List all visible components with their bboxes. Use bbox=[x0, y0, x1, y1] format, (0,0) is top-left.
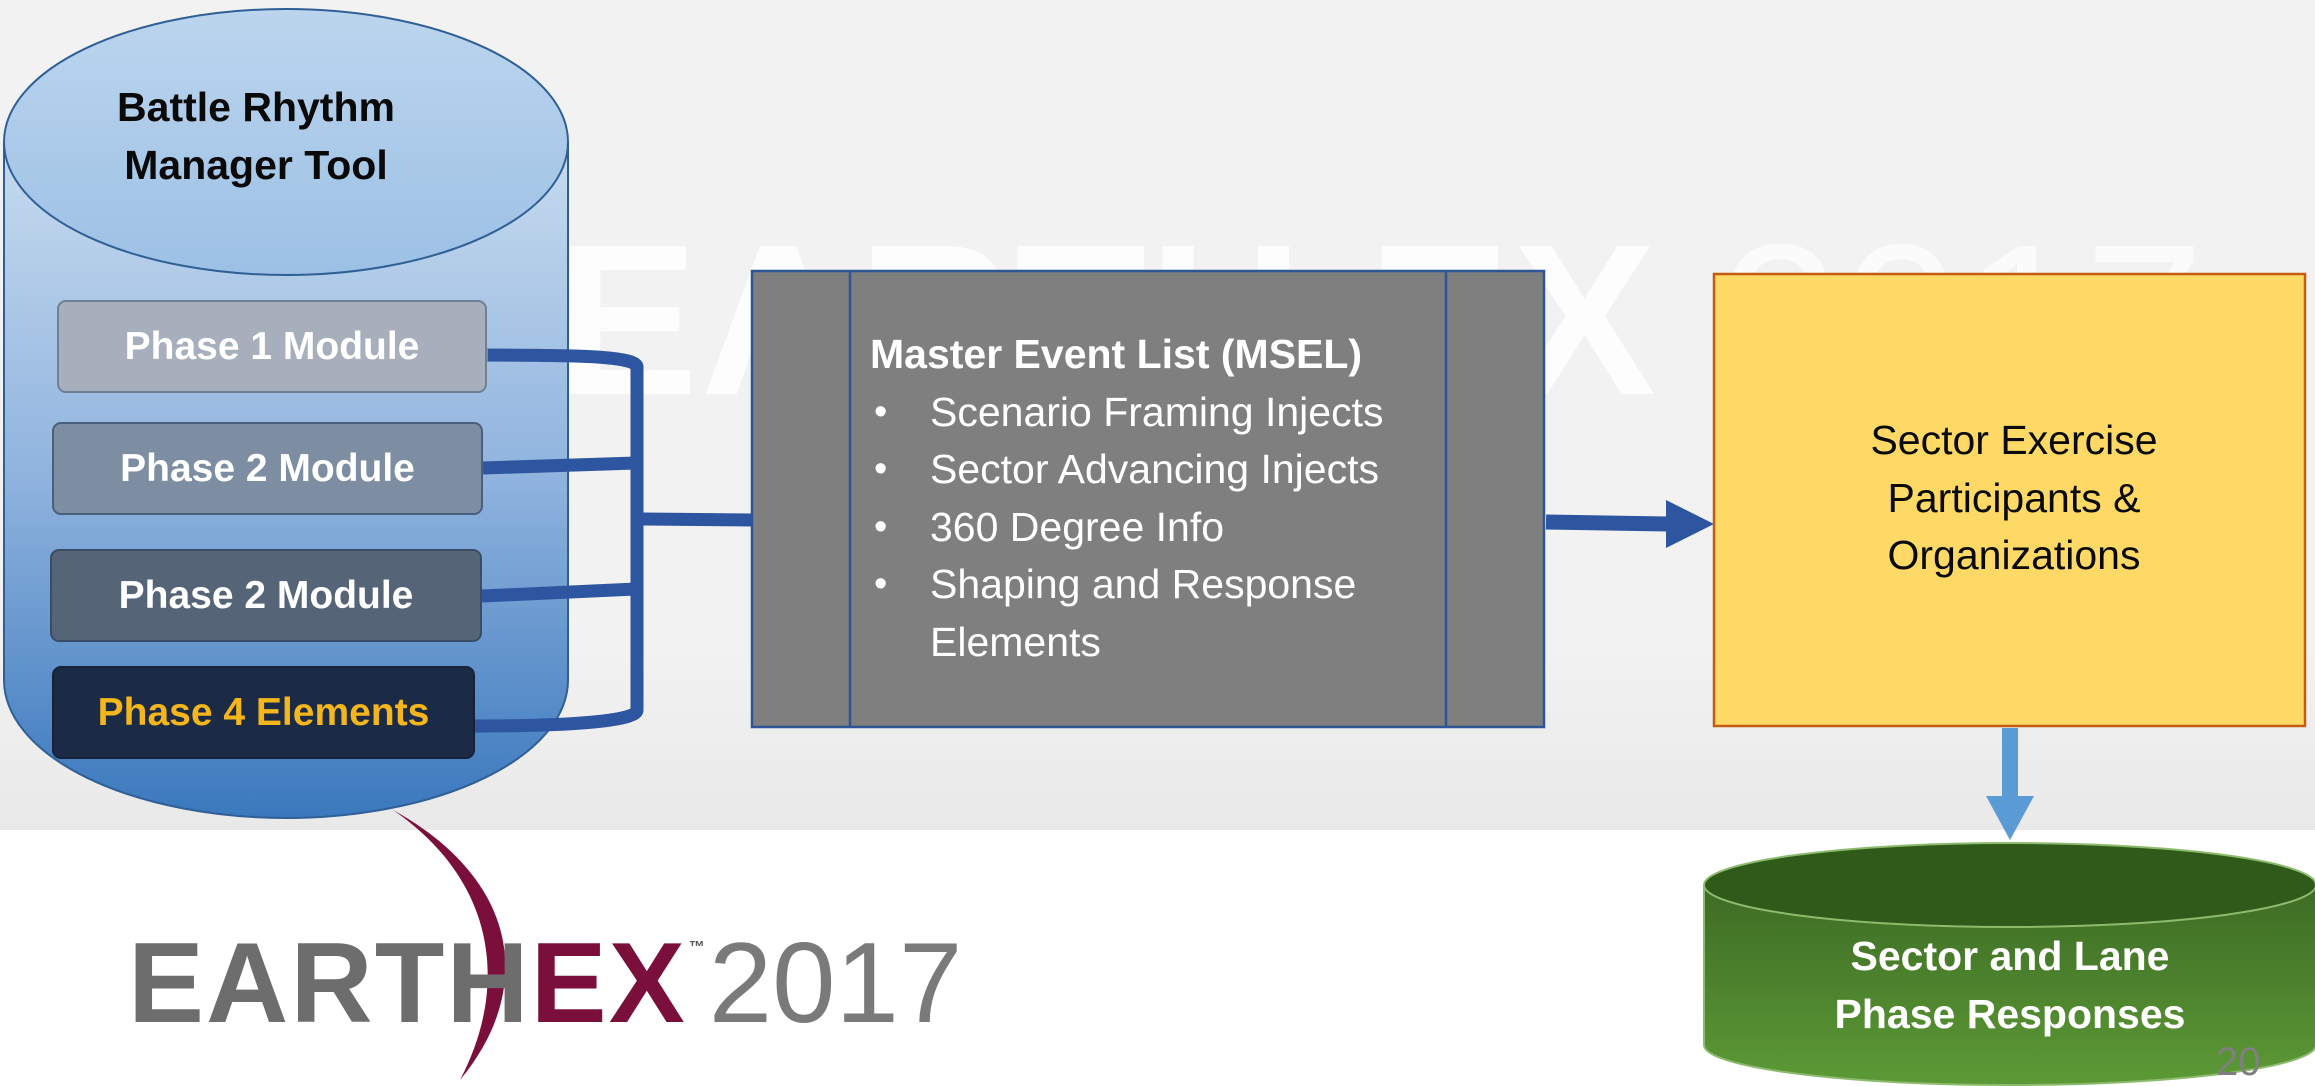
msel-title: Master Event List (MSEL) bbox=[870, 331, 1363, 377]
tool-title: Battle Rhythm Manager Tool bbox=[60, 78, 452, 194]
msel-bullet-text: Scenario Framing Injects bbox=[930, 388, 1384, 435]
phase-2-module-second: Phase 2 Module bbox=[50, 549, 482, 642]
msel-to-sector-arrow bbox=[1545, 500, 1714, 548]
phase-4-elements: Phase 4 Elements bbox=[52, 666, 475, 759]
module-connector bbox=[472, 348, 753, 733]
sector-label-line2: Participants & bbox=[1887, 474, 2141, 521]
logo-year: 2017 bbox=[708, 920, 963, 1047]
phase-2-module-label: Phase 2 Module bbox=[120, 446, 415, 490]
sector-label-line3: Organizations bbox=[1887, 532, 2141, 578]
sector-box bbox=[1712, 272, 2307, 728]
msel-content: Master Event List (MSEL) •Scenario Frami… bbox=[870, 326, 1430, 671]
responses-cylinder-body bbox=[1703, 884, 2315, 1086]
logo-trademark: ™ bbox=[688, 939, 705, 956]
responses-label: Sector and Lane Phase Responses bbox=[1710, 928, 2310, 1043]
phase-4-elements-label: Phase 4 Elements bbox=[97, 690, 430, 734]
sector-label-line1: Sector Exercise bbox=[1870, 417, 2158, 463]
phase-1-module-label: Phase 1 Module bbox=[124, 324, 420, 368]
msel-bullet: •Sector Advancing Injects bbox=[874, 446, 1379, 492]
phase-2-module: Phase 2 Module bbox=[52, 422, 483, 515]
responses-label-line2: Phase Responses bbox=[1834, 990, 2186, 1037]
msel-bullet: •360 Degree Info bbox=[874, 503, 1225, 550]
tool-cylinder-top bbox=[3, 8, 569, 276]
tool-title-line2: Manager Tool bbox=[124, 142, 388, 188]
phase-2-module-second-label: Phase 2 Module bbox=[118, 573, 414, 617]
page-number: 20 bbox=[2216, 1040, 2261, 1084]
msel-box bbox=[750, 269, 1546, 729]
msel-bullet: •Scenario Framing Injects bbox=[874, 388, 1384, 435]
msel-bullet-text-continued: Elements bbox=[930, 618, 1101, 665]
logo-earth: EARTH bbox=[128, 920, 531, 1047]
responses-cylinder-top bbox=[1703, 842, 2315, 928]
msel-bullet-list: •Scenario Framing Injects •Sector Advanc… bbox=[870, 384, 1430, 672]
responses-label-line1: Sector and Lane bbox=[1850, 933, 2170, 979]
tool-title-line1: Battle Rhythm bbox=[117, 84, 395, 130]
msel-bullet-text: 360 Degree Info bbox=[930, 503, 1225, 550]
phase-1-module: Phase 1 Module bbox=[57, 300, 487, 393]
logo-ex: EX bbox=[530, 920, 687, 1047]
msel-bullet-text: Sector Advancing Injects bbox=[930, 446, 1379, 492]
sector-label: Sector Exercise Participants & Organizat… bbox=[1714, 412, 2314, 585]
msel-bullet-text: Shaping and Response bbox=[930, 561, 1357, 607]
sector-to-responses-arrow bbox=[1986, 728, 2034, 840]
